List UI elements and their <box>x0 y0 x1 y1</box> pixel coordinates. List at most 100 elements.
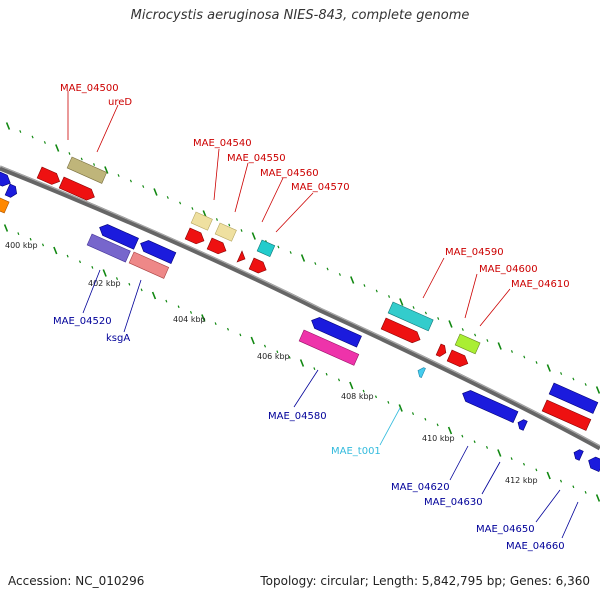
scale-tick <box>362 389 365 393</box>
scale-tick <box>263 344 267 348</box>
gene-arrow <box>311 317 362 348</box>
forward-genes <box>0 156 599 431</box>
scale-tick <box>313 367 316 371</box>
scale-tick <box>214 322 217 326</box>
scale-tick <box>522 462 526 466</box>
scale-tick <box>326 267 329 271</box>
scale-tick <box>523 355 526 359</box>
gene-box-mae04590 <box>387 301 434 332</box>
scale-tick <box>412 306 415 309</box>
scale-label-410: 410 kbp <box>422 434 455 443</box>
gene-arrow-mae04650 <box>573 449 584 461</box>
gene-box-mae04520 <box>86 233 131 263</box>
gene-arrow-mae04660 <box>588 456 600 473</box>
scale-tick <box>129 179 132 183</box>
gene-label-mae04600: MAE_04600 <box>479 264 538 275</box>
scale-tick <box>191 207 194 210</box>
scale-tick <box>387 400 390 404</box>
accession-text: Accession: NC_010296 <box>8 574 145 588</box>
scale-tick <box>349 381 354 390</box>
gene-label-mae04520: MAE_04520 <box>53 316 112 327</box>
gene-arrow <box>184 227 205 245</box>
gene-arrow <box>435 343 447 357</box>
scale-tick <box>251 232 256 240</box>
scale-tick <box>80 157 83 161</box>
gene-arrow-mae04630 <box>517 419 528 431</box>
scale-tick <box>338 273 341 276</box>
scale-tick <box>300 254 306 262</box>
gene-arrow-mae04600 <box>446 349 469 367</box>
scale-tick <box>140 288 143 292</box>
scale-tick <box>239 333 242 337</box>
gene-box-mae04610 <box>454 333 481 355</box>
gene-label-mae04660: MAE_04660 <box>506 541 565 552</box>
scale-tick <box>461 328 464 331</box>
gene-arrow <box>0 167 11 187</box>
scale-tick <box>66 254 69 258</box>
gene-arrow-ured <box>58 176 95 201</box>
scale-tick <box>289 251 292 254</box>
gene-label-mae04630: MAE_04630 <box>424 497 483 508</box>
gene-box-mae04550 <box>214 222 237 242</box>
scale-tick <box>424 311 427 315</box>
scale-tick <box>447 426 453 435</box>
gene-label-mae04550: MAE_04550 <box>227 153 286 164</box>
scale-tick <box>497 342 502 350</box>
scale-tick <box>436 423 439 427</box>
scale-tick <box>226 327 230 331</box>
gene-arrow <box>99 224 139 250</box>
scale-tick <box>179 201 182 205</box>
scale-tick <box>240 229 243 232</box>
scale-tick <box>448 320 453 328</box>
gene-rna-mae-t001 <box>417 367 426 378</box>
scale-label-412: 412 kbp <box>505 476 538 485</box>
gene-label-mae04650: MAE_04650 <box>476 524 535 535</box>
scale-tick <box>55 144 60 152</box>
scale-tick <box>43 141 46 144</box>
scale-tick <box>485 445 489 449</box>
scale-tick <box>363 284 366 287</box>
gene-arrow <box>140 240 177 265</box>
gene-arrow <box>206 237 227 255</box>
scale-tick <box>104 166 109 174</box>
scale-tick <box>189 310 193 314</box>
scale-tick <box>299 359 305 367</box>
scale-tick <box>201 314 206 322</box>
scale-tick <box>473 440 476 444</box>
reverse-genes <box>86 224 600 473</box>
scale-tick <box>375 289 378 293</box>
scale-tick <box>337 378 341 382</box>
scale-tick <box>595 386 600 394</box>
gene-label-mae04570: MAE_04570 <box>291 182 350 193</box>
gene-box-ured-domain <box>66 156 108 184</box>
scale-tick <box>398 404 403 412</box>
reverse-gene-labels: MAE_04520 ksgA MAE_04580 MAE_04620 MAE_0… <box>53 316 565 552</box>
gene-label-mae04620: MAE_04620 <box>391 482 450 493</box>
gene-box-mae04540 <box>190 211 213 231</box>
scale-label-404: 404 kbp <box>173 315 206 324</box>
gene-arrow <box>548 382 599 414</box>
gene-box-mae04560 <box>256 239 276 258</box>
scale-tick <box>166 196 169 199</box>
gene-box-mae04580 <box>298 329 360 366</box>
scale-tick <box>314 262 317 265</box>
gene-arrow-mae04570 <box>248 257 267 274</box>
scale-tick <box>424 417 427 421</box>
scale-tick <box>572 377 575 381</box>
scale-tick <box>31 135 34 139</box>
scale-tick <box>288 355 291 359</box>
scale-label-406: 406 kbp <box>257 352 290 361</box>
scale-tick <box>546 471 551 480</box>
rna-gene-labels: MAE_t001 <box>331 446 381 457</box>
scale-label-402: 402 kbp <box>88 279 121 288</box>
gene-arrow <box>0 197 10 214</box>
genome-backbone <box>0 165 600 451</box>
gene-box-ksga <box>128 251 170 279</box>
scale-tick <box>546 364 551 372</box>
gene-arrow <box>4 183 18 198</box>
gene-arrow <box>380 317 421 344</box>
gene-label-mae04540: MAE_04540 <box>193 138 252 149</box>
gene-arrow <box>541 399 592 431</box>
gene-label-mae04580: MAE_04580 <box>268 411 327 422</box>
scale-tick <box>128 282 131 286</box>
